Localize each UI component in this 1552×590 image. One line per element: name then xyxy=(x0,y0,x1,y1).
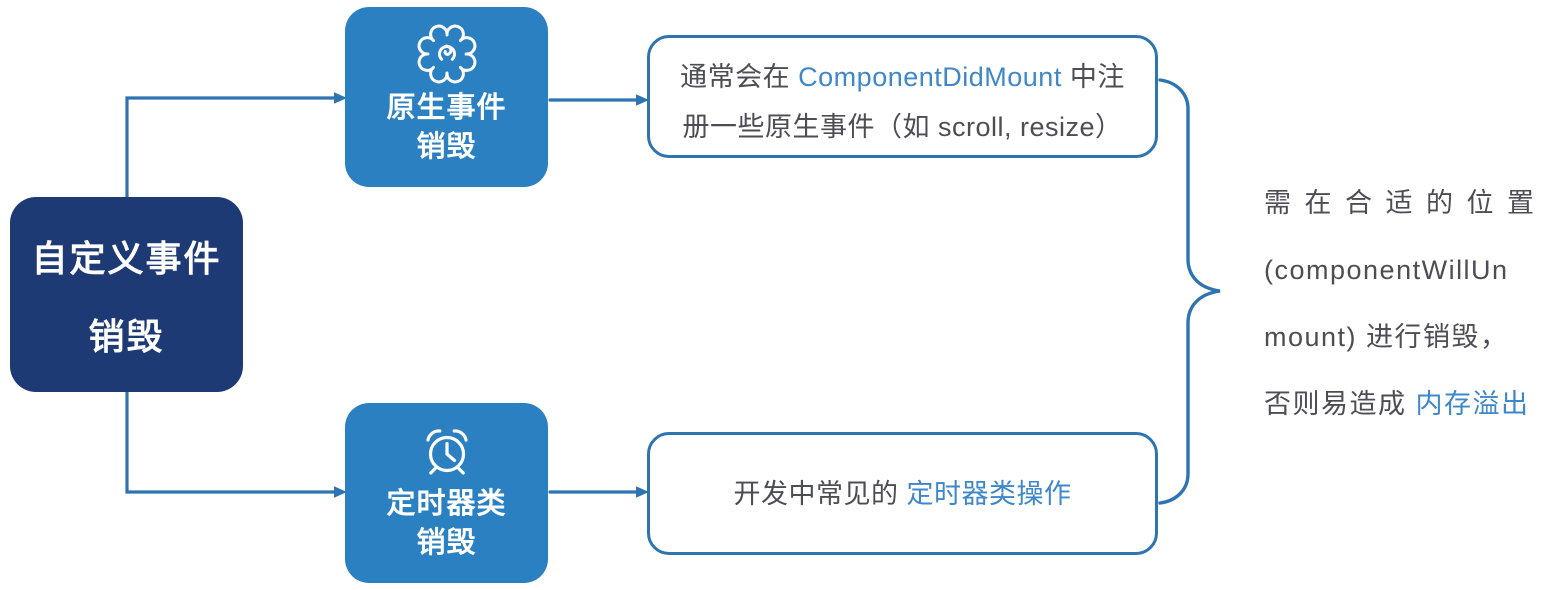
node-label-line1: 原生事件 xyxy=(386,92,507,124)
node-label-line1: 定时器类 xyxy=(386,488,507,520)
conclusion-text: 需 在 合 适 的 位 置 (componentWillUn mount) 进行… xyxy=(1264,170,1548,438)
conclusion-line1: 需 在 合 适 的 位 置 xyxy=(1264,188,1538,218)
note-native-events: 通常会在 ComponentDidMount 中注 册一些原生事件（如 scro… xyxy=(647,35,1158,158)
code-highlight: ComponentDidMount xyxy=(798,61,1062,92)
node-label-line2: 销毁 xyxy=(416,131,477,163)
note-text-line1: 通常会在 ComponentDidMount 中注 xyxy=(680,52,1125,102)
note-text-segment: 开发中常见的 xyxy=(733,478,907,509)
node-timer-destroy: 定时器类 销毁 xyxy=(345,403,548,583)
node-label-line2: 销毁 xyxy=(88,315,165,357)
memory-leak-highlight: 内存溢出 xyxy=(1415,389,1530,419)
conclusion-text-segment: 否则易造成 xyxy=(1264,389,1416,419)
node-custom-event-destroy: 自定义事件 销毁 xyxy=(10,197,243,392)
note-text-line2: 册一些原生事件（如 scroll, resize） xyxy=(682,111,1123,142)
note-text-line: 开发中常见的 定时器类操作 xyxy=(733,469,1071,519)
arrowhead-icon xyxy=(334,486,347,498)
note-text-segment: 中注 xyxy=(1061,61,1125,92)
alarm-clock-icon xyxy=(425,429,468,475)
arrowhead-icon xyxy=(334,92,347,104)
timer-ops-highlight: 定时器类操作 xyxy=(906,478,1072,509)
connector-root-to-native xyxy=(125,96,338,199)
arrowhead-icon xyxy=(636,486,649,498)
arrowhead-icon xyxy=(636,94,649,106)
connector-root-to-timer xyxy=(125,390,338,494)
node-native-event-destroy: 原生事件 销毁 xyxy=(345,7,548,187)
note-timer-operations: 开发中常见的 定时器类操作 xyxy=(647,432,1158,555)
gear-icon xyxy=(417,24,476,84)
node-label-line1: 自定义事件 xyxy=(31,237,222,279)
node-label-line2: 销毁 xyxy=(416,527,477,559)
conclusion-line4: 否则易造成 内存溢出 xyxy=(1264,371,1548,438)
conclusion-line3: mount) 进行销毁， xyxy=(1264,322,1509,352)
note-text-segment: 通常会在 xyxy=(680,61,799,92)
conclusion-line2: (componentWillUn xyxy=(1264,255,1509,285)
curly-brace xyxy=(1158,78,1221,505)
